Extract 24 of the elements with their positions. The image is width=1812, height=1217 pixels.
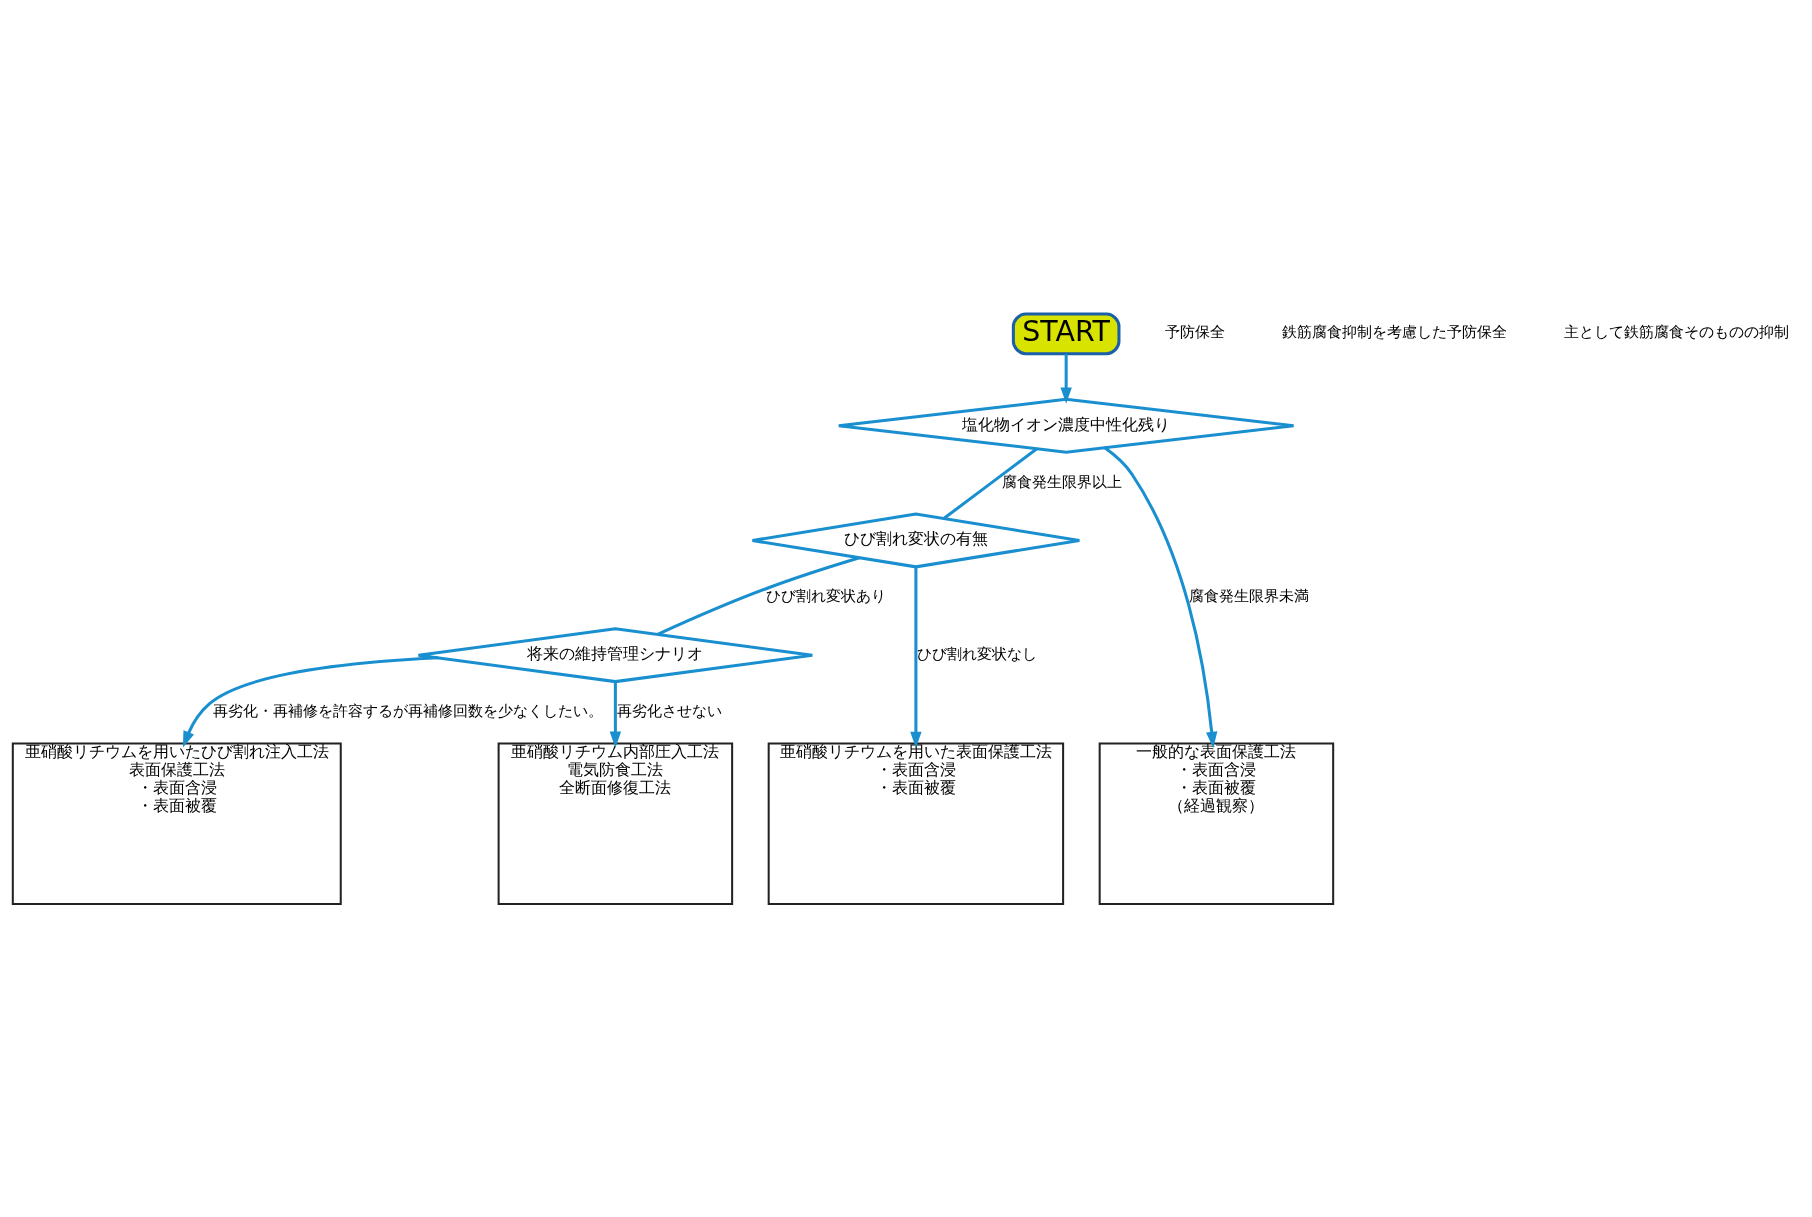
connector <box>657 555 860 636</box>
edge-label: 再劣化させない <box>616 701 722 720</box>
edge-label: 腐食発生限界未満 <box>1189 586 1310 605</box>
arrow <box>910 566 922 748</box>
node-box: 亜硝酸リチウム内部圧入工法 電気防食工法 全断面修復工法 <box>497 742 734 905</box>
node-box: 亜硝酸リチウムを用いたひび割れ注入工法 表面保護工法 ・表面含浸 ・表面被覆 <box>11 742 342 905</box>
connector <box>943 447 1038 519</box>
arrow <box>609 681 622 748</box>
label: 鉄筋腐食抑制を考慮した予防保全 <box>1281 322 1507 341</box>
arrow <box>1060 353 1072 404</box>
arrow <box>182 655 439 748</box>
node-box: START <box>1011 312 1121 355</box>
node-diamond: 塩化物イオン濃度中性化残り <box>837 397 1296 454</box>
node-box: 一般的な表面保護工法 ・表面含浸 ・表面被覆 （経過観察） <box>1098 742 1335 905</box>
node-diamond: ひび割れ変状の有無 <box>750 512 1081 568</box>
arrow <box>1103 446 1218 748</box>
edge-label: 腐食発生限界以上 <box>1001 472 1122 491</box>
node-diamond: 将来の維持管理シナリオ <box>416 626 814 683</box>
edge-label: ひび割れ変状あり <box>766 586 887 605</box>
node-box: 亜硝酸リチウムを用いた表面保護工法 ・表面含浸 ・表面被覆 <box>767 742 1065 905</box>
label: 主として鉄筋腐食そのものの抑制 <box>1563 322 1789 341</box>
edge-label: ひび割れ変状なし <box>917 644 1038 663</box>
edge-label: 再劣化・再補修を許容するが再補修回数を少なくしたい。 <box>212 701 603 720</box>
label: 予防保全 <box>1165 322 1226 341</box>
